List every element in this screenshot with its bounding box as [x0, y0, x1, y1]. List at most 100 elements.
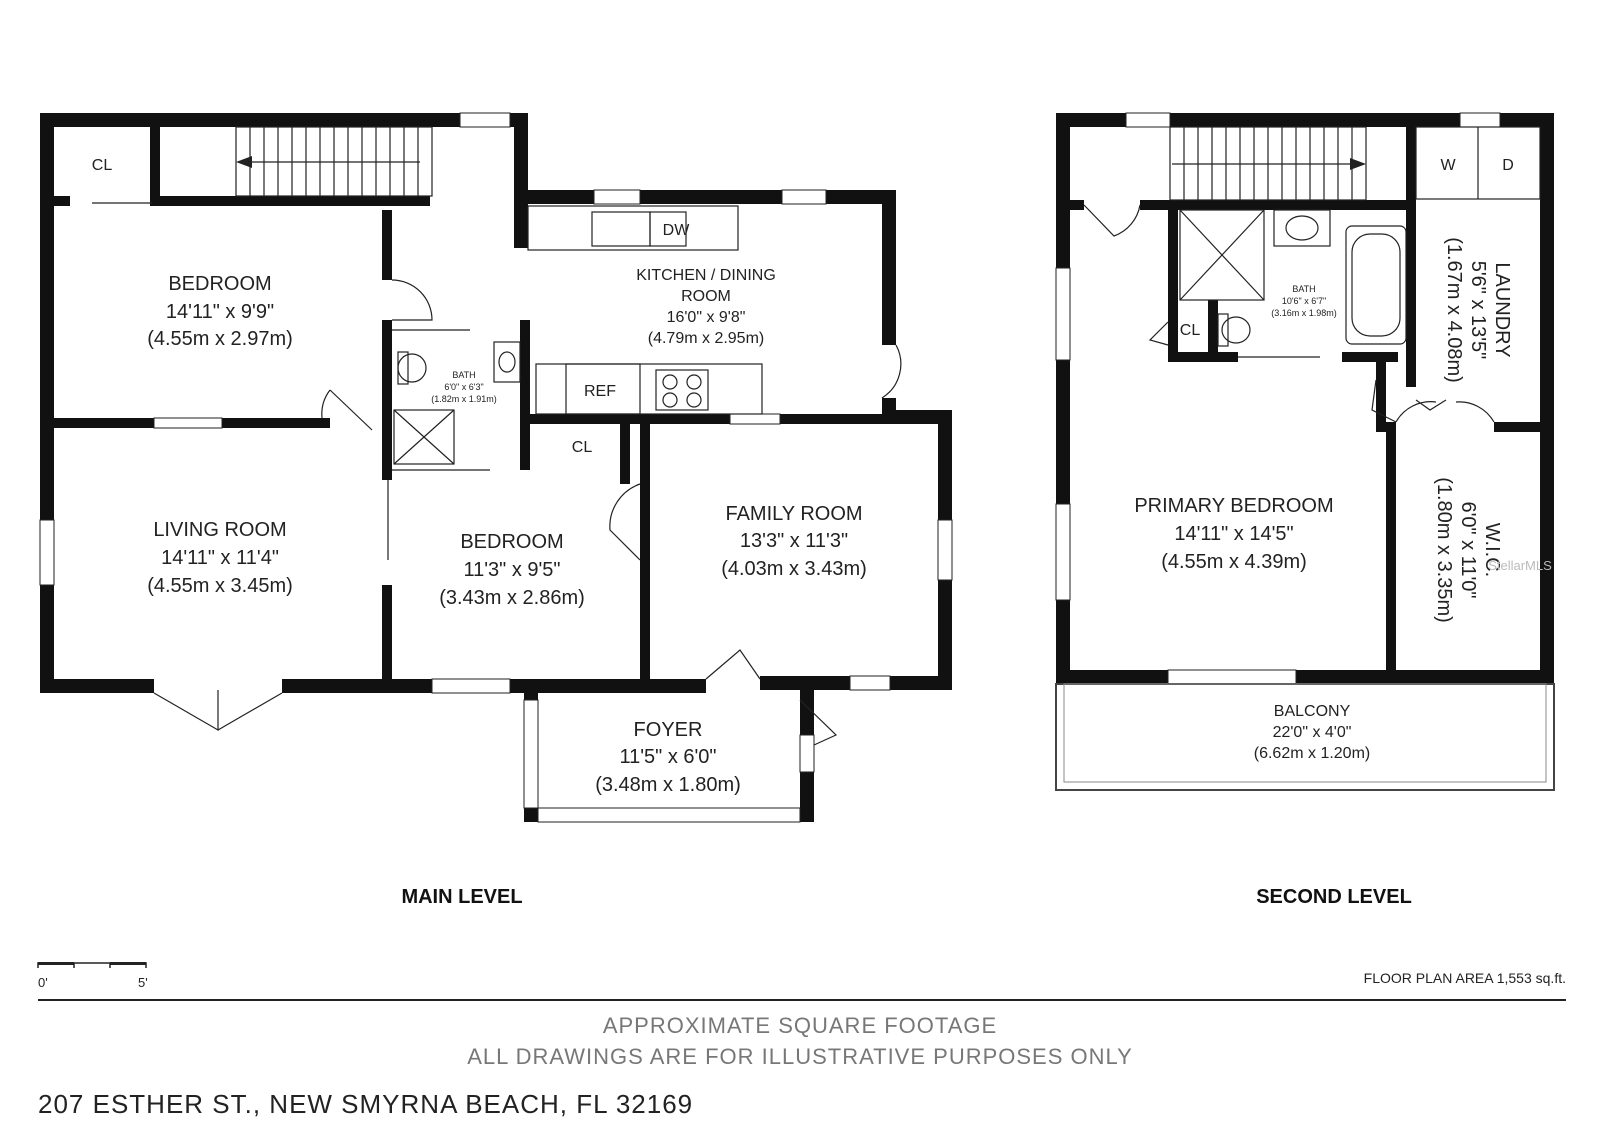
wall — [826, 190, 896, 204]
door — [1148, 321, 1169, 346]
wall — [1168, 200, 1178, 362]
wall — [282, 679, 432, 693]
wall — [640, 190, 782, 204]
wall — [1056, 670, 1168, 684]
wall — [382, 210, 392, 280]
wall — [1056, 113, 1126, 127]
second-level-labels: W D LAUNDRY 5'6" x 13'5" (1.67m x 4.08m)… — [1134, 157, 1513, 908]
bedroom2-name: BEDROOM — [460, 531, 563, 553]
wall — [640, 414, 760, 424]
door — [1395, 401, 1437, 423]
sink — [493, 341, 521, 383]
wall — [150, 196, 430, 206]
laundry-label-group: LAUNDRY 5'6" x 13'5" (1.67m x 4.08m) — [1443, 237, 1513, 383]
living-ft: 14'11" x 11'4" — [161, 547, 279, 569]
wall — [40, 113, 54, 693]
wall — [1386, 422, 1396, 684]
dishwasher — [649, 211, 687, 247]
foyer-name: FOYER — [634, 719, 703, 741]
watermark: StellarMLS — [1488, 558, 1552, 573]
window — [459, 112, 511, 128]
door — [609, 483, 641, 561]
kitchen-m: (4.79m x 2.95m) — [648, 330, 764, 347]
wall — [1296, 670, 1554, 684]
shower — [393, 409, 455, 465]
wall — [514, 113, 528, 248]
door — [1371, 379, 1397, 423]
second-level-title: SECOND LEVEL — [1256, 886, 1412, 908]
wall — [382, 320, 392, 480]
refrigerator-label: REF — [584, 383, 616, 400]
upper-bath-name: BATH — [1292, 284, 1315, 294]
wall — [382, 585, 392, 685]
stove — [655, 369, 709, 411]
burner-icon — [686, 374, 702, 390]
wall — [640, 414, 650, 684]
door — [1455, 401, 1495, 423]
washer-label: W — [1440, 157, 1456, 174]
primary-name: PRIMARY BEDROOM — [1134, 495, 1333, 517]
wall — [760, 676, 850, 690]
living-name: LIVING ROOM — [153, 519, 286, 541]
refrigerator — [565, 363, 641, 415]
scale-end: 5' — [138, 975, 148, 990]
wall — [780, 414, 882, 424]
wall — [1540, 113, 1554, 683]
main-level-title: MAIN LEVEL — [401, 886, 522, 908]
scale-bar: 0' 5' — [37, 962, 148, 990]
closet-label: CL — [92, 157, 113, 174]
window — [537, 807, 801, 823]
toilet-tank — [397, 351, 409, 385]
sink-basin — [498, 351, 516, 373]
door — [391, 279, 433, 321]
closet-label: CL — [1180, 322, 1201, 339]
wall — [510, 679, 706, 693]
wic-name: W.I.C. — [1481, 523, 1503, 577]
window — [431, 678, 511, 694]
balcony-m: (6.62m x 1.20m) — [1254, 745, 1370, 762]
dryer-label: D — [1502, 157, 1514, 174]
stairs — [235, 126, 433, 197]
bathtub-basin — [1351, 233, 1401, 337]
sink — [1273, 209, 1331, 247]
wall — [938, 410, 952, 520]
foyer-m: (3.48m x 1.80m) — [595, 774, 741, 796]
balcony-rail — [1063, 683, 1547, 783]
door — [1083, 204, 1141, 237]
bedroom2-ft: 11'3" x 9'5" — [463, 559, 560, 581]
window — [729, 413, 781, 425]
scale-start: 0' — [38, 975, 48, 990]
kitchen-name-2: ROOM — [681, 288, 731, 305]
kitchen-counter — [527, 205, 739, 251]
footer-line-2: ALL DRAWINGS ARE FOR ILLUSTRATIVE PURPOS… — [467, 1044, 1133, 1069]
balcony-name: BALCONY — [1274, 703, 1351, 720]
stairs — [1169, 126, 1367, 201]
wall — [800, 772, 814, 822]
sink-basin — [1285, 215, 1319, 241]
wall — [938, 580, 952, 690]
wall — [1140, 200, 1410, 210]
door — [799, 699, 838, 746]
wall — [1208, 300, 1218, 362]
window — [781, 189, 827, 205]
wall — [54, 196, 70, 206]
family-ft: 13'3" x 11'3" — [740, 530, 848, 552]
living-m: (4.55m x 3.45m) — [147, 575, 293, 597]
window — [1055, 267, 1071, 361]
family-m: (4.03m x 3.43m) — [721, 558, 867, 580]
main-level-labels: CL BEDROOM 14'11" x 9'9" (4.55m x 2.97m)… — [92, 157, 867, 908]
window — [1459, 112, 1501, 128]
bedroom1-name: BEDROOM — [168, 273, 271, 295]
wall — [40, 113, 460, 127]
kitchen-ft: 16'0" x 9'8" — [667, 309, 746, 326]
window — [593, 189, 641, 205]
bedroom1-ft: 14'11" x 9'9" — [166, 301, 274, 323]
wall — [1494, 422, 1554, 432]
wall — [800, 690, 814, 735]
wall — [1376, 352, 1386, 432]
laundry-name: LAUNDRY — [1491, 262, 1513, 357]
wall — [1406, 127, 1416, 387]
door — [1415, 399, 1447, 411]
wall — [54, 418, 154, 428]
